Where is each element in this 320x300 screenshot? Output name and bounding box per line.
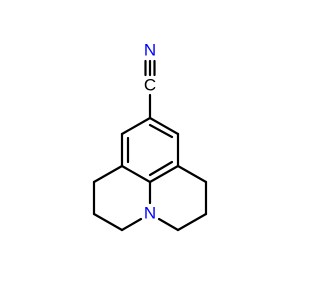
right-ring-bond-3: [176, 212, 208, 232]
ring-double-bond-top-right: [148, 123, 174, 139]
ring-bond-bottom-left: [120, 164, 152, 184]
right-ring-bond-4: [157, 217, 180, 232]
aromatic-ring: [120, 116, 180, 184]
right-saturated-ring: [157, 164, 208, 232]
left-ring-bond-3: [92, 212, 124, 232]
ring-bond-bottom-right: [148, 164, 180, 184]
left-saturated-ring: [92, 164, 143, 232]
nitrile-group: [144, 59, 156, 120]
ring-bond-top-right: [148, 116, 180, 136]
left-ring-bond-1: [92, 164, 124, 184]
left-ring-bond-4: [120, 217, 143, 232]
nitrile-nitrogen-label: N: [144, 41, 156, 60]
molecule-structure: N C N: [92, 41, 208, 232]
ring-nitrogen-label: N: [144, 204, 156, 223]
ring-bond-top-left: [120, 116, 152, 136]
nitrile-carbon-label: C: [144, 76, 156, 95]
right-ring-bond-1: [176, 164, 208, 184]
ring-double-bond-bottom-right: [148, 160, 174, 177]
